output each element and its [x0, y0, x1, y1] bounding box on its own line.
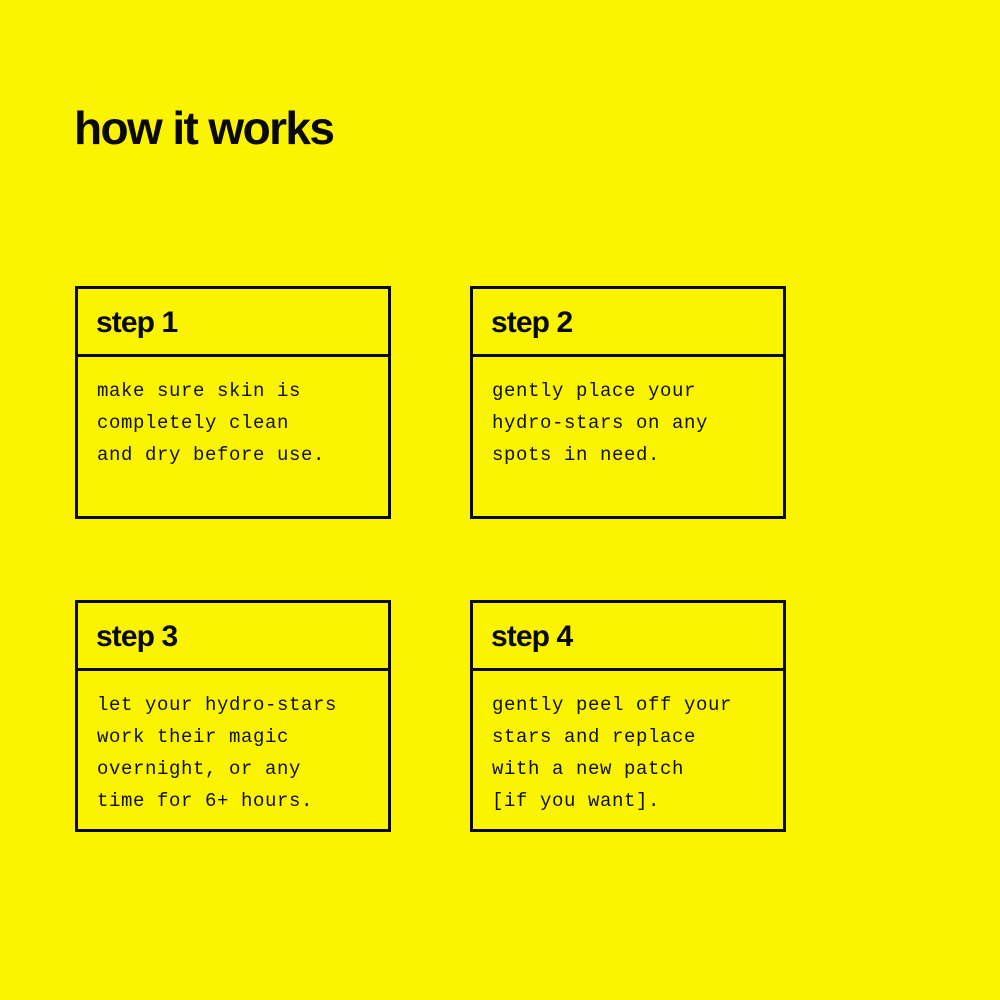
step-card-3-title: step 3 — [96, 619, 178, 653]
step-card-4-title: step 4 — [491, 619, 573, 653]
step-card-1-body: make sure skin is completely clean and d… — [78, 357, 388, 471]
step-card-2-text: gently place your hydro-stars on any spo… — [492, 380, 709, 466]
step-card-3-text: let your hydro-stars work their magic ov… — [97, 694, 338, 812]
page-title: how it works — [74, 102, 335, 154]
step-card-2-title: step 2 — [491, 305, 573, 339]
step-card-3-body: let your hydro-stars work their magic ov… — [78, 671, 388, 817]
step-card-1-title: step 1 — [96, 305, 178, 339]
step-card-2: step 2 gently place your hydro-stars on … — [470, 286, 786, 519]
step-card-2-body: gently place your hydro-stars on any spo… — [473, 357, 783, 471]
step-card-1: step 1 make sure skin is completely clea… — [75, 286, 391, 519]
step-card-4: step 4 gently peel off your stars and re… — [470, 600, 786, 832]
step-card-1-text: make sure skin is completely clean and d… — [97, 380, 326, 466]
step-card-4-header: step 4 — [473, 603, 783, 671]
step-card-1-header: step 1 — [78, 289, 388, 357]
step-card-3: step 3 let your hydro-stars work their m… — [75, 600, 391, 832]
step-card-4-body: gently peel off your stars and replace w… — [473, 671, 783, 817]
step-card-3-header: step 3 — [78, 603, 388, 671]
step-card-4-text: gently peel off your stars and replace w… — [492, 694, 733, 812]
step-card-2-header: step 2 — [473, 289, 783, 357]
